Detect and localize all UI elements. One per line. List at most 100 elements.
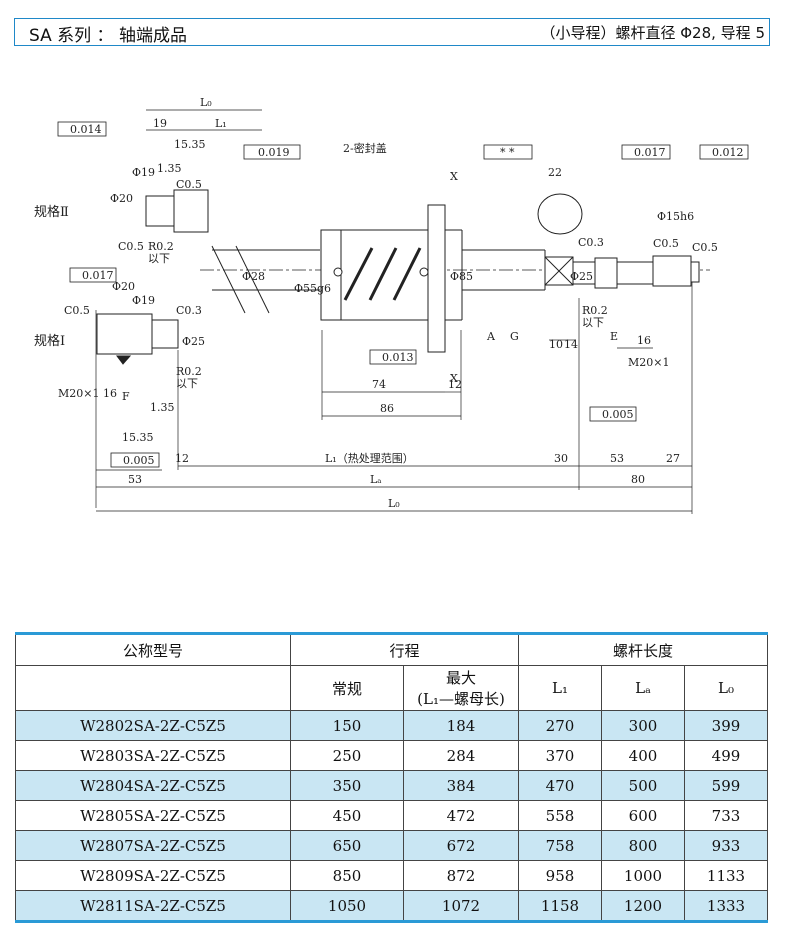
cell-la: 400 <box>601 740 685 771</box>
tol-0012: 0.012 <box>712 146 744 159</box>
chamfer-c05-ii: C0.5 <box>176 178 202 191</box>
dim-74: 74 <box>372 378 386 391</box>
cell-normal: 650 <box>290 830 404 861</box>
dim-16-right: 16 <box>637 334 651 347</box>
cell-l1: 558 <box>518 800 602 831</box>
spec-ii-label: 规格Ⅱ <box>34 204 69 220</box>
cell-model: W2805SA-2Z-C5Z5 <box>15 800 291 831</box>
datum-g: G <box>510 330 519 343</box>
tol-0014: 0.014 <box>70 123 102 136</box>
section-subtitle: （小导程）螺杆直径 Φ28, 导程 5 <box>540 24 765 42</box>
cell-l1: 270 <box>518 710 602 741</box>
section-x-bottom: X <box>450 372 458 385</box>
header-max-line1: 最大 <box>445 669 476 687</box>
datum-e: E <box>610 330 618 343</box>
header-normal: 常规 <box>290 665 404 711</box>
tol-0005-e: 0.005 <box>602 408 634 421</box>
cell-l0: 599 <box>684 770 768 801</box>
dim-l0-bottom: L₀ <box>388 497 400 510</box>
chamfer-c05-i: C0.5 <box>64 304 90 317</box>
header-l0: L₀ <box>684 665 768 711</box>
dim-135-bottom: 1.35 <box>150 401 175 414</box>
tol-0005-f: 0.005 <box>123 454 155 467</box>
technical-drawing: 规格Ⅱ 规格Ⅰ 2-密封盖 L₁（热处理范围） 0.014 0.017 0.01… <box>34 96 749 514</box>
tol-0013: 0.013 <box>382 351 414 364</box>
cell-model: W2807SA-2Z-C5Z5 <box>15 830 291 861</box>
cell-model: W2811SA-2Z-C5Z5 <box>15 890 291 923</box>
cell-la: 1200 <box>601 890 685 923</box>
cell-la: 1000 <box>601 860 685 891</box>
dim-phi15h6: Φ15h6 <box>657 210 694 223</box>
dim-phi19-i: Φ19 <box>132 294 155 307</box>
dim-phi85: Φ85 <box>450 270 473 283</box>
cell-model: W2804SA-2Z-C5Z5 <box>15 770 291 801</box>
chamfer-c03-i: C0.3 <box>176 304 202 317</box>
datum-f: F <box>122 390 130 403</box>
cell-la: 600 <box>601 800 685 831</box>
header-max: 最大 (L₁—螺母长) <box>403 665 519 711</box>
dim-86: 86 <box>380 402 394 415</box>
header-max-line2: (L₁—螺母长) <box>417 690 505 708</box>
dim-phi55g6: Φ55g6 <box>294 282 331 295</box>
cell-max: 872 <box>403 860 519 891</box>
thread-m20-right: M20×1 <box>628 356 669 369</box>
dim-1535-bottom: 15.35 <box>122 431 154 444</box>
dim-phi25-right: Φ25 <box>570 270 593 283</box>
dim-12-nut: 12 <box>448 378 462 391</box>
cell-l1: 1158 <box>518 890 602 923</box>
cell-max: 472 <box>403 800 519 831</box>
dim-27: 27 <box>666 452 680 465</box>
cell-model: W2809SA-2Z-C5Z5 <box>15 860 291 891</box>
radius-r02-right: R0.2 <box>582 304 608 317</box>
cell-max: 1072 <box>403 890 519 923</box>
cell-normal: 150 <box>290 710 404 741</box>
cell-l1: 370 <box>518 740 602 771</box>
chamfer-c05-ii-b: C0.5 <box>118 240 144 253</box>
cell-normal: 450 <box>290 800 404 831</box>
header-l1: L₁ <box>518 665 602 711</box>
tol-star: * * <box>500 146 515 159</box>
header-travel: 行程 <box>290 633 519 666</box>
dim-22: 22 <box>548 166 562 179</box>
dim-10: 10 <box>549 338 563 351</box>
header-length: 螺杆长度 <box>518 633 768 666</box>
cell-la: 800 <box>601 830 685 861</box>
dim-l1-top: L₁ <box>215 117 227 130</box>
dim-l0-top: L₀ <box>200 96 212 109</box>
cell-l1: 470 <box>518 770 602 801</box>
dim-phi28: Φ28 <box>242 270 265 283</box>
dim-14: 14 <box>564 338 578 351</box>
header-model: 公称型号 <box>15 633 291 666</box>
cell-model: W2803SA-2Z-C5Z5 <box>15 740 291 771</box>
dim-16-left: 16 <box>103 387 117 400</box>
tol-0017-left: 0.017 <box>82 269 114 282</box>
cell-l1: 758 <box>518 830 602 861</box>
cell-normal: 250 <box>290 740 404 771</box>
dim-1535-top: 15.35 <box>174 138 206 151</box>
chamfer-c05-right: C0.5 <box>653 237 679 250</box>
dim-19: 19 <box>153 117 167 130</box>
dim-phi25-left: Φ25 <box>182 335 205 348</box>
dim-phi19-ii: Φ19 <box>132 166 155 179</box>
spec-i-label: 规格Ⅰ <box>34 333 65 349</box>
section-x-top: X <box>450 170 458 183</box>
thread-m20-left: M20×1 <box>58 387 99 400</box>
datum-a: A <box>486 330 496 343</box>
radius-below-i: 以下 <box>176 377 198 390</box>
cell-max: 184 <box>403 710 519 741</box>
cell-l0: 1333 <box>684 890 768 923</box>
dim-12-left: 12 <box>175 452 189 465</box>
dim-phi20-ii: Φ20 <box>110 192 133 205</box>
dim-la: Lₐ <box>370 473 382 486</box>
cell-max: 384 <box>403 770 519 801</box>
section-header: SA 系列 ： 轴端成品 （小导程）螺杆直径 Φ28, 导程 5 <box>14 18 770 46</box>
tol-0019: 0.019 <box>258 146 290 159</box>
heat-treatment-label: L₁（热处理范围） <box>325 451 414 465</box>
